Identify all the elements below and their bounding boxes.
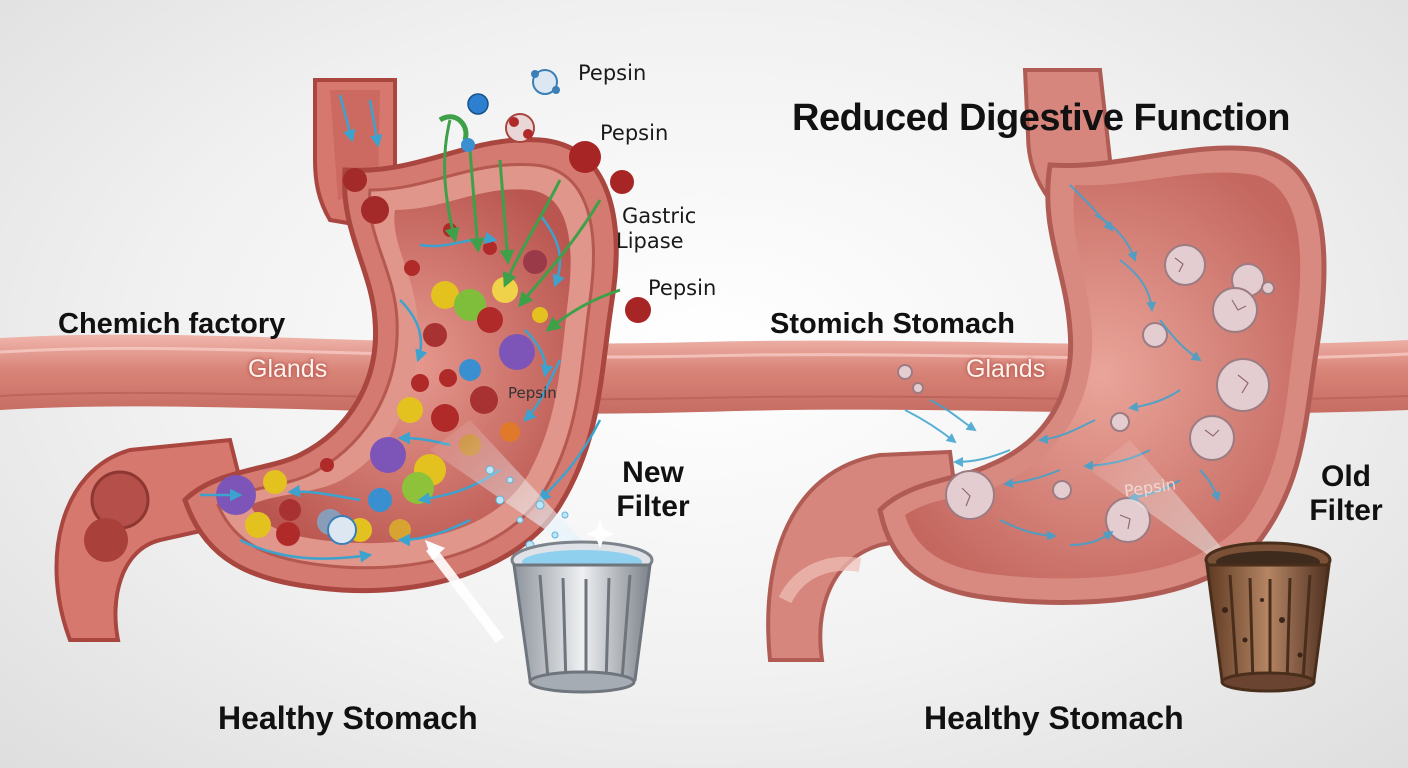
enzyme-label-pepsin-1: Pepsin xyxy=(578,61,647,85)
reduced-stomach xyxy=(766,68,1332,693)
left-glands-label: Glands xyxy=(248,355,328,383)
new-filter-bin xyxy=(510,520,654,694)
filter-beam xyxy=(430,420,600,560)
floating-molecules xyxy=(327,69,651,545)
enzyme-label-gastric: Gastric xyxy=(622,204,697,228)
enzyme-label-pepsin-3: Pepsin xyxy=(648,276,717,300)
dull-filter-beam xyxy=(1090,440,1245,575)
sparkle-bubbles xyxy=(485,465,569,550)
cell-cracks xyxy=(961,257,1249,530)
undigested-particles xyxy=(897,244,1275,543)
enzyme-entry-arrows xyxy=(443,119,621,332)
enzyme-label-lipase: Lipase xyxy=(616,229,684,253)
enzyme-label-pepsin-4: Pepsin xyxy=(508,384,557,402)
enzyme-particles xyxy=(216,168,548,546)
right-bottom-label: Healthy Stomach xyxy=(924,700,1184,736)
old-filter-line1: Old xyxy=(1321,460,1371,493)
filter-pointer-arrow xyxy=(426,544,504,644)
old-filter-line2: Filter xyxy=(1309,494,1383,527)
old-filter-bin xyxy=(1204,541,1332,693)
new-filter-label: New Filter xyxy=(598,456,708,524)
healthy-stomach xyxy=(54,69,654,694)
new-filter-line2: Filter xyxy=(616,490,690,523)
right-panel-heading: Stomich Stomach xyxy=(770,308,1015,340)
left-bottom-label: Healthy Stomach xyxy=(218,700,478,736)
page-title: Reduced Digestive Function xyxy=(792,97,1290,139)
new-filter-line1: New xyxy=(622,456,684,489)
old-filter-label: Old Filter xyxy=(1296,460,1396,528)
left-panel-heading: Chemich factory xyxy=(58,308,286,340)
right-glands-label: Glands xyxy=(966,355,1046,383)
enzyme-label-pepsin-2: Pepsin xyxy=(600,121,669,145)
